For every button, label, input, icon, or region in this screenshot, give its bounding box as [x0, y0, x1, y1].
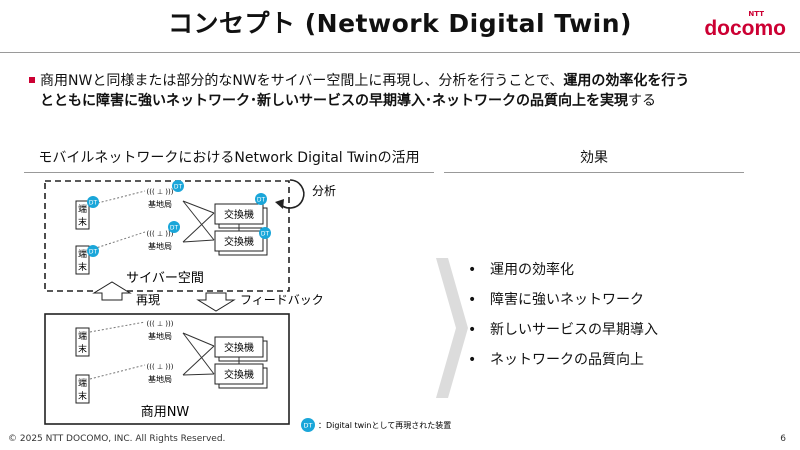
- cyber-terminal-1: 端 末: [75, 200, 90, 230]
- bullet-text-2: する: [628, 93, 656, 109]
- svg-text:交換機: 交換機: [224, 341, 254, 354]
- cyber-link: [182, 212, 215, 243]
- svg-text:端: 端: [78, 203, 87, 215]
- analysis-cycle-icon: [275, 179, 305, 209]
- concept-bullet: 商用NWと同様または部分的なNWをサイバー空間上に再現し、分析を行うことで、運用…: [29, 71, 790, 111]
- svg-text:((( ⊥ ))): ((( ⊥ ))): [147, 363, 174, 371]
- svg-text:端: 端: [78, 330, 87, 342]
- chevron-right-icon: [436, 258, 468, 398]
- commercial-link: [182, 373, 215, 376]
- svg-text:末: 末: [78, 216, 87, 228]
- svg-text:DT: DT: [257, 197, 266, 204]
- commercial-link: [182, 332, 215, 375]
- commercial-base-station-2: ((( ⊥ ))) 基地局: [147, 363, 174, 384]
- svg-text:((( ⊥ ))): ((( ⊥ ))): [147, 230, 174, 238]
- commercial-switch-1: 交換機: [214, 336, 268, 362]
- svg-text:DT: DT: [174, 184, 183, 191]
- bullet-text-1: 商用NWと同様または部分的なNWをサイバー空間上に再現し、分析を行うことで、: [40, 73, 564, 89]
- cyber-space-label: サイバー空間: [126, 271, 204, 286]
- feedback-label: フィードバック: [240, 293, 324, 307]
- svg-text:((( ⊥ ))): ((( ⊥ ))): [147, 188, 174, 196]
- cyber-base-station-1: ((( ⊥ ))) 基地局: [147, 188, 174, 209]
- dt-legend: DT ：Digital twinとして再現された装置: [301, 418, 451, 432]
- cyber-radio-link-1: [89, 190, 146, 206]
- svg-text:：Digital twinとして再現された装置: ：Digital twinとして再現された装置: [318, 420, 451, 430]
- svg-text:((( ⊥ ))): ((( ⊥ ))): [147, 320, 174, 328]
- effects-list: 運用の効率化 障害に強いネットワーク 新しいサービスの早期導入 ネットワークの品…: [468, 260, 658, 380]
- svg-text:DT: DT: [170, 225, 179, 232]
- svg-text:交換機: 交換機: [224, 368, 254, 381]
- copyright-footer: © 2025 NTT DOCOMO, INC. All Rights Reser…: [8, 434, 226, 444]
- commercial-nw-box: [44, 313, 290, 425]
- svg-text:交換機: 交換機: [224, 235, 254, 248]
- commercial-link: [182, 332, 215, 347]
- right-heading-rule: [444, 172, 744, 173]
- svg-text:末: 末: [78, 390, 87, 402]
- cyber-base-station-2: ((( ⊥ ))) 基地局: [147, 230, 174, 251]
- svg-text:末: 末: [78, 261, 87, 273]
- cyber-radio-link-2: [89, 231, 146, 251]
- svg-text:基地局: 基地局: [148, 331, 172, 341]
- page-title: コンセプト (Network Digital Twin): [168, 9, 632, 38]
- reproduce-up-arrow: [92, 281, 132, 301]
- commercial-terminal-2: 端 末: [75, 374, 90, 404]
- svg-text:端: 端: [78, 377, 87, 389]
- svg-text:DT: DT: [89, 200, 98, 207]
- docomo-logo: NTT docomo: [696, 10, 786, 40]
- left-section-heading: モバイルネットワークにおけるNetwork Digital Twinの活用: [38, 150, 420, 166]
- dt-badge-terminal-2: DT: [87, 245, 99, 257]
- commercial-terminal-1: 端 末: [75, 327, 90, 357]
- svg-text:DT: DT: [261, 231, 270, 238]
- cyber-link: [182, 239, 215, 243]
- cyber-link: [182, 200, 215, 241]
- effect-item: 運用の効率化: [468, 260, 658, 290]
- bullet-bold-2: とともに障害に強いネットワーク･新しいサービスの早期導入･ネットワークの品質向上…: [40, 93, 628, 109]
- effect-item: 新しいサービスの早期導入: [468, 320, 658, 350]
- page-number: 6: [780, 434, 786, 444]
- svg-text:端: 端: [78, 248, 87, 260]
- cyber-link: [182, 200, 215, 214]
- effect-item: ネットワークの品質向上: [468, 350, 658, 380]
- svg-text:交換機: 交換機: [224, 208, 254, 221]
- bullet-marker: [29, 77, 35, 83]
- effect-item: 障害に強いネットワーク: [468, 290, 658, 320]
- logo-docomo-text: docomo: [704, 17, 786, 40]
- commercial-nw-label: 商用NW: [141, 405, 190, 420]
- dt-badge-switch-1: DT: [255, 193, 267, 205]
- feedback-down-arrow: [196, 292, 236, 312]
- commercial-radio-link-1: [89, 321, 146, 333]
- commercial-link: [182, 345, 215, 376]
- dt-badge-base-station-1: DT: [172, 180, 184, 192]
- title-divider: [0, 52, 800, 53]
- dt-badge-terminal-1: DT: [87, 196, 99, 208]
- commercial-radio-link-2: [89, 364, 146, 380]
- cyber-space-box: [44, 180, 290, 292]
- dt-badge-base-station-2: DT: [168, 221, 180, 233]
- commercial-switch-2: 交換機: [214, 363, 268, 389]
- logo-ntt-text: NTT: [748, 10, 764, 18]
- reproduce-label: 再現: [136, 293, 160, 307]
- analysis-label: 分析: [312, 184, 336, 198]
- right-section-heading: 効果: [580, 150, 608, 166]
- svg-text:基地局: 基地局: [148, 241, 172, 251]
- bullet-bold-1: 運用の効率化を行う: [563, 73, 690, 89]
- left-heading-rule: [24, 172, 434, 173]
- svg-text:末: 末: [78, 343, 87, 355]
- svg-text:DT: DT: [89, 249, 98, 256]
- cyber-switch-2: 交換機: [214, 230, 268, 256]
- dt-badge-switch-2: DT: [259, 227, 271, 239]
- svg-text:基地局: 基地局: [148, 374, 172, 384]
- svg-text:DT: DT: [304, 422, 313, 430]
- commercial-base-station-1: ((( ⊥ ))) 基地局: [147, 320, 174, 341]
- cyber-terminal-2: 端 末: [75, 245, 90, 275]
- cyber-switch-1: 交換機: [214, 203, 268, 229]
- svg-text:基地局: 基地局: [148, 199, 172, 209]
